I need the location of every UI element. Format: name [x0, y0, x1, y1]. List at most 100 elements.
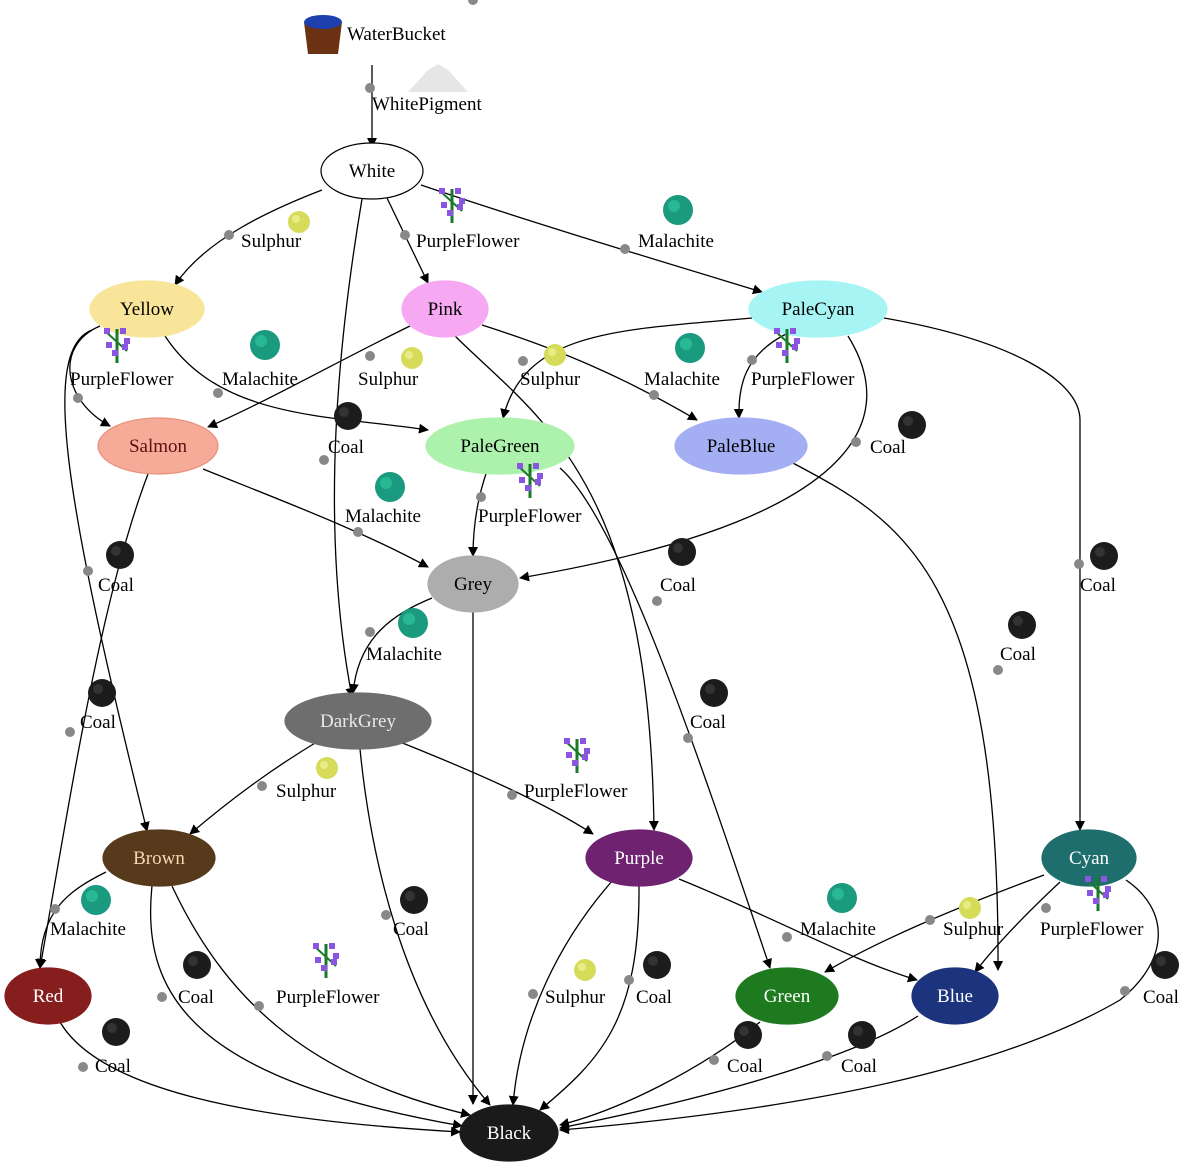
node-label: Pink: [428, 299, 463, 320]
edge-path: [359, 748, 491, 1106]
coal-icon: [898, 411, 926, 439]
node-shape: [102, 829, 216, 887]
node-white[interactable]: White: [320, 142, 424, 200]
malachite-icon: [375, 472, 405, 502]
edge-dot: [365, 351, 375, 361]
node-label: Salmon: [129, 436, 188, 457]
edge-dot: [319, 455, 329, 465]
edge-path: [559, 1015, 919, 1132]
coal-icon: [183, 951, 211, 979]
edge-path: [539, 885, 640, 1111]
edge-label: PurpleFlower: [478, 506, 582, 527]
sulphur-icon: [316, 757, 338, 779]
edge-label: Sulphur: [358, 369, 419, 390]
node-label: Purple: [614, 848, 664, 869]
node-blue[interactable]: Blue: [911, 967, 999, 1025]
edge-path: [64, 329, 150, 832]
node-label: PaleGreen: [460, 436, 540, 457]
node-label: Black: [487, 1123, 532, 1144]
edge-dot: [213, 388, 223, 398]
node-cyan[interactable]: Cyan: [1041, 829, 1137, 887]
edge-dot: [709, 1055, 719, 1065]
node-green[interactable]: Green: [735, 967, 839, 1025]
node-label: Red: [33, 986, 64, 1007]
edge-path: [171, 885, 471, 1118]
edge: [359, 748, 491, 1106]
edge-label: Malachite: [644, 369, 720, 390]
purple-flower-icon: [1085, 876, 1111, 911]
edge-label: PurpleFlower: [1040, 919, 1144, 940]
edge-dot: [254, 1001, 264, 1011]
sulphur-icon: [288, 211, 310, 233]
sulphur-icon: [959, 897, 981, 919]
edge-dot: [365, 83, 375, 93]
edge-dot: [782, 932, 792, 942]
node-label: Blue: [937, 986, 973, 1007]
edge-path: [824, 874, 1045, 973]
edge-path: [974, 881, 1061, 973]
edge-dot: [476, 492, 486, 502]
node-darkgrey[interactable]: DarkGrey: [284, 692, 432, 750]
edge-label: Sulphur: [276, 781, 337, 802]
source-waterbucket[interactable]: WaterBucket: [304, 15, 446, 54]
purple-flower-icon: [439, 188, 465, 223]
edge: [790, 461, 1004, 971]
edge-path: [468, 467, 489, 557]
purple-flower-icon: [774, 328, 800, 363]
edge: [386, 197, 429, 284]
node-shape: [427, 555, 519, 613]
node-yellow[interactable]: Yellow: [89, 280, 205, 338]
node-paleblue[interactable]: PaleBlue: [674, 417, 808, 475]
edge-dot: [507, 790, 517, 800]
edge: [59, 1021, 461, 1137]
node-label: White: [349, 161, 395, 182]
edge-label: Coal: [660, 575, 696, 596]
edge: [468, 467, 489, 557]
edge-label: Coal: [870, 437, 906, 458]
edge-path: [333, 198, 363, 698]
edge-path: [202, 468, 429, 568]
node-red[interactable]: Red: [4, 967, 92, 1025]
edge-dot: [620, 244, 630, 254]
edge-dot: [257, 781, 267, 791]
node-label: Grey: [454, 574, 492, 595]
node-palegreen[interactable]: PaleGreen: [425, 417, 575, 475]
edge-path: [454, 335, 659, 831]
edge: [149, 885, 463, 1130]
node-shape: [320, 142, 424, 200]
node-label: DarkGrey: [320, 711, 396, 732]
edge: [348, 597, 433, 694]
edge-path: [348, 597, 433, 694]
edge-path: [36, 473, 149, 969]
node-brown[interactable]: Brown: [102, 829, 216, 887]
edge: [559, 879, 1159, 1135]
edge-dot: [851, 437, 861, 447]
node-grey[interactable]: Grey: [427, 555, 519, 613]
node-pink[interactable]: Pink: [401, 280, 489, 338]
edge: [678, 878, 918, 983]
edge-label: Coal: [841, 1056, 877, 1077]
node-purple[interactable]: Purple: [585, 829, 693, 887]
node-shape: [735, 967, 839, 1025]
purple-flower-icon: [104, 328, 130, 363]
edge-path: [559, 467, 772, 969]
edge-path: [399, 741, 594, 835]
edge: [399, 741, 594, 835]
node-salmon[interactable]: Salmon: [97, 417, 219, 475]
node-shape: [89, 280, 205, 338]
node-shape: [401, 280, 489, 338]
edge-dot: [822, 1051, 832, 1061]
node-palecyan[interactable]: PaleCyan: [748, 280, 888, 338]
sulphur-icon: [401, 347, 423, 369]
edge: [207, 325, 411, 428]
edge-dot: [381, 910, 391, 920]
edge-label: Malachite: [50, 919, 126, 940]
node-shape: [674, 417, 808, 475]
edge-path: [733, 333, 787, 419]
edge-path: [149, 885, 463, 1130]
edge-dot: [1074, 559, 1084, 569]
edge-label: Malachite: [638, 231, 714, 252]
edge-label: Sulphur: [241, 231, 302, 252]
sulphur-icon: [544, 344, 566, 366]
node-black[interactable]: Black: [459, 1104, 559, 1162]
